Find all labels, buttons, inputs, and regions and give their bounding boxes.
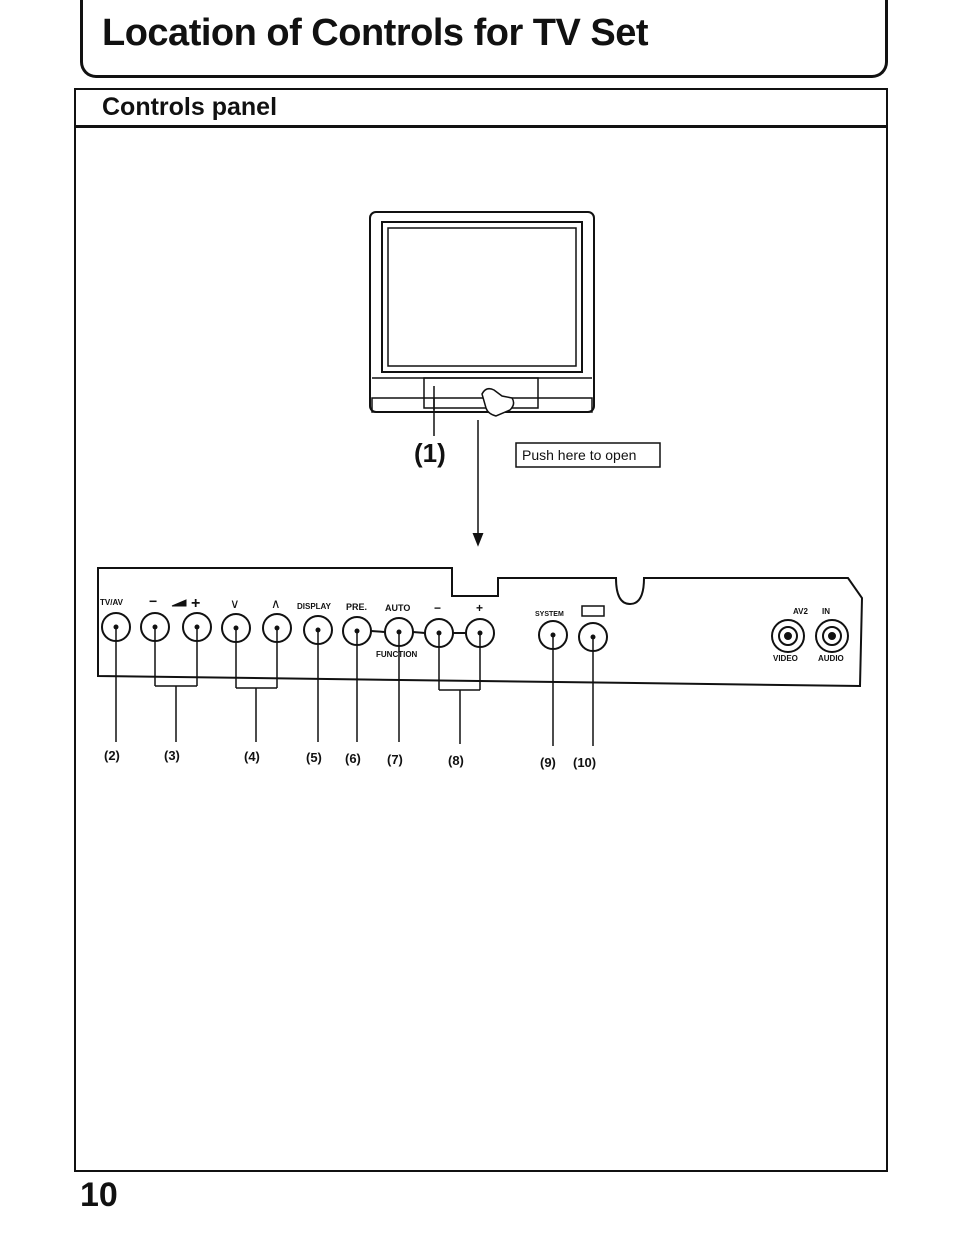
audio-jack [815,619,849,653]
label-vol-minus: − [149,593,157,609]
label-audio: AUDIO [818,654,844,663]
label-function: FUNCTION [376,650,418,659]
label-ch-up: ∧ [271,596,281,611]
label-ch-down: ∨ [230,596,240,611]
label-system: SYSTEM [535,611,564,618]
volume-icon [171,599,187,607]
title-frame [80,0,888,78]
label-display: DISPLAY [297,602,332,611]
timer-icon [581,605,605,617]
callout-2: (2) [104,748,120,763]
control-panel-outline [97,567,864,688]
section-frame [74,126,888,1172]
tv-illustration [369,211,595,417]
section-title: Controls panel [102,93,278,121]
label-in: IN [822,607,830,616]
av2-jacks [771,619,849,653]
label-pre: PRE. [346,602,367,612]
callout-8: (8) [448,753,464,768]
push-label: Push here to open [522,447,636,463]
callout-3: (3) [164,748,180,763]
video-jack [771,619,805,653]
page-number: 10 [80,1176,118,1214]
callout-1: (1) [414,438,446,468]
label-av2: AV2 [793,607,809,616]
callout-4: (4) [244,749,260,764]
callout-10: (10) [573,755,596,770]
section-header-bar [74,88,888,128]
callout-9: (9) [540,755,556,770]
label-tv-av: TV/AV [100,598,124,607]
callout-6: (6) [345,751,361,766]
label-auto: AUTO [385,603,410,613]
label-vol-plus: + [191,595,200,612]
page-title: Location of Controls for TV Set [102,12,649,54]
callout-7: (7) [387,752,403,767]
callout-5: (5) [306,750,322,765]
label-func-plus: + [476,601,483,615]
label-func-minus: − [434,601,441,615]
label-video: VIDEO [773,654,798,663]
panel-buttons [101,612,608,652]
